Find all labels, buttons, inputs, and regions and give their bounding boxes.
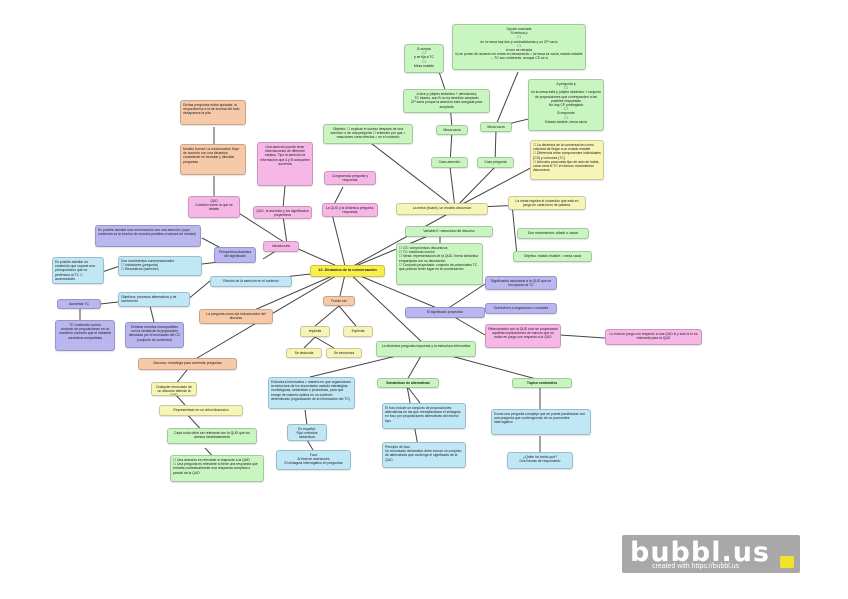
node-introduccion[interactable]: Introducción (263, 241, 299, 252)
node-semanticas-alternativas[interactable]: Semánticas de alternativas (377, 378, 439, 388)
node-foco-induce[interactable]: El foco induce un conjunto de proposicio… (382, 403, 466, 429)
node-qud-dinamica[interactable]: La QUD y la dinámica pregunta-respuesta (322, 203, 378, 217)
node-en-espanol[interactable]: En español: Fijal: métodos sintácticos (287, 424, 327, 441)
node-mesa-vacia-1[interactable]: Mesa vacía (436, 125, 468, 135)
edge (101, 265, 121, 273)
node-se-secuencia[interactable]: Se secuencia (326, 348, 362, 358)
node-tc-trasfondo[interactable]: TC: trasfondo común conjunto de proposic… (55, 320, 115, 351)
node-opcion-marcada[interactable]: Opción marcada Si enfoca p ☐ en la mesa … (452, 24, 586, 70)
edge (314, 336, 335, 349)
node-eliminar-mundos[interactable]: Eliminar mundos incompatibles con la ver… (125, 322, 184, 348)
logo-wordmark: bubbl.us (630, 537, 771, 568)
node-explicita[interactable]: Explícita (343, 326, 373, 337)
node-efectos-asercion[interactable]: Efectos de la aserción en el contexto (210, 276, 292, 287)
edge (186, 280, 211, 301)
node-variable-k[interactable]: Variable K: estructura del discurso (405, 226, 493, 237)
edge (282, 185, 286, 209)
edge (559, 334, 606, 339)
edge (303, 336, 316, 349)
node-objetivos-procesos[interactable]: Objetivos: procesos alternativos y de in… (118, 292, 190, 307)
node-objetivo-estado[interactable]: Objetivo: estado estable = mesa vacía (513, 251, 592, 262)
node-principio-foco[interactable]: Principio de foco Un enunciado declarati… (382, 442, 466, 468)
node-caso-pregunta[interactable]: Caso pregunta (477, 157, 514, 168)
logo-badge-icon (780, 556, 794, 568)
edge (149, 305, 155, 323)
node-a-dice[interactable]: A dice p (objeto sintáctico + denotación… (403, 89, 490, 113)
node-estructura-informativa[interactable]: Estructura informativa = manera en que o… (268, 377, 355, 409)
node-modelo-formal[interactable]: Modelo formal: La conversación fluye de … (180, 144, 246, 175)
node-cada-nodo[interactable]: Cada nodo debe ser relevante con la QUD … (167, 428, 257, 444)
edge (306, 439, 314, 451)
node-aumentar-tc[interactable]: Aumentar TC (57, 299, 101, 309)
node-dichas-preguntas[interactable]: Dichas preguntas están apiladas: la resp… (180, 100, 246, 125)
node-implicita[interactable]: Implícita (300, 326, 330, 337)
edge (443, 283, 486, 312)
node-significado-proyectivo[interactable]: El significado proyectivo (405, 307, 485, 318)
node-qud-asercion[interactable]: QUD, la aserción y los significados proy… (253, 206, 312, 219)
edge (345, 269, 426, 346)
node-relacionados[interactable]: Relacionados con la QUD solo se proyecta… (485, 324, 561, 348)
edge (345, 230, 441, 271)
node-dos-movimientos-conv[interactable]: Dos movimientos conversacionales ☐ Inici… (118, 256, 202, 276)
node-caso-asercion[interactable]: Caso aserción (431, 157, 468, 168)
node-perspectiva-dinamica[interactable]: Perspectiva dinámica del significado (214, 247, 256, 263)
node-puede-ser[interactable]: Puede ser (323, 296, 355, 306)
edge (366, 139, 456, 209)
node-topico-contrastivo[interactable]: Tópico contrastivo (512, 378, 572, 388)
edge (511, 203, 518, 257)
node-componentes[interactable]: ☐ CS: compromisos discursivos ☐ TC: tras… (396, 243, 483, 285)
node-a-pregunta[interactable]: A pregunta p ☐ en la mesa está p (objeto… (528, 79, 604, 131)
node-b-acepta[interactable]: B acepta ☐ p se fija a TC ☐ Mesa estable (404, 44, 444, 73)
node-dos-movimientos[interactable]: Dos movimientos: añadir o vaciar (517, 228, 589, 239)
edge (99, 301, 119, 305)
edge (304, 409, 308, 426)
node-pregunta-eje[interactable]: La pregunta como eje estructurador del d… (199, 309, 273, 324)
node-congruencia[interactable]: Congruencia pregunta y respuesta (324, 171, 376, 185)
edge (338, 305, 357, 327)
node-se-deducida[interactable]: Se deducida (286, 348, 322, 358)
node-es-posible-asimilar[interactable]: Es posible asimilar una conversación con… (95, 225, 201, 247)
edge (330, 209, 347, 271)
node-dinamica-conversacion[interactable]: ☐ La dinámica de la conversación como vo… (530, 140, 604, 180)
logo-created-with: created with https://bubbl.us (652, 563, 740, 570)
node-quien-ha-traido[interactable]: ¿Quién ha traído qué? Dos formas de resp… (507, 452, 573, 469)
edge (406, 385, 421, 404)
node-cualquier-enunciado[interactable]: Cualquier enunciado de un discurso atien… (151, 382, 197, 396)
node-mesa-registra[interactable]: La mesa registra el contenido que está e… (508, 196, 586, 210)
node-discurso-estrategia[interactable]: Discurso: estrategia para contestar preg… (138, 358, 237, 370)
node-mesa-vacia-2[interactable]: Mesa vacía (480, 122, 512, 132)
node-evoca-pregunta[interactable]: Evoca una pregunta compleja que se puede… (491, 409, 591, 435)
node-la-mesa[interactable]: La mesa (board), un modelo discursivo (396, 203, 488, 215)
node-dinamica-pregunta[interactable]: La dinámica pregunta-respuesta y la estr… (376, 341, 476, 357)
edge (449, 166, 456, 209)
node-una-asercion-relevante[interactable]: ☐ Una aserción es relevante si responde … (170, 455, 264, 482)
node-foco[interactable]: Foco Al final en aserciones El sintagma … (276, 450, 351, 470)
node-es-posible-contenido[interactable]: Es posible asimilar un contenido que sup… (52, 257, 104, 284)
edge (495, 71, 519, 126)
node-lo-esta-en-juego[interactable]: Lo está en juego con respecto a una QUD … (605, 329, 702, 345)
node-una-asercion[interactable]: Una aserción puede tener informaciones d… (257, 142, 313, 186)
edge (233, 209, 288, 245)
bubblus-logo: bubbl.us created with https://bubbl.us (622, 535, 800, 573)
edge (282, 215, 288, 245)
edge (314, 305, 340, 327)
node-qud[interactable]: QUD Cuestión sobre la que se debate (188, 196, 240, 218)
edge (454, 166, 496, 209)
node-significados-asociados[interactable]: Significados asociados a la QUD que se i… (485, 276, 557, 290)
node-central-topic[interactable]: 12. Dinámica de la conversación (310, 265, 385, 277)
node-objetivo[interactable]: Objetivo: ☐ explicar el suceso después d… (323, 124, 413, 144)
node-sobreviven[interactable]: Sobreviven a negaciones o modales (485, 303, 557, 314)
edge (345, 209, 456, 271)
node-representado-arbol[interactable]: Representado en un árbol discursivo (159, 405, 243, 416)
